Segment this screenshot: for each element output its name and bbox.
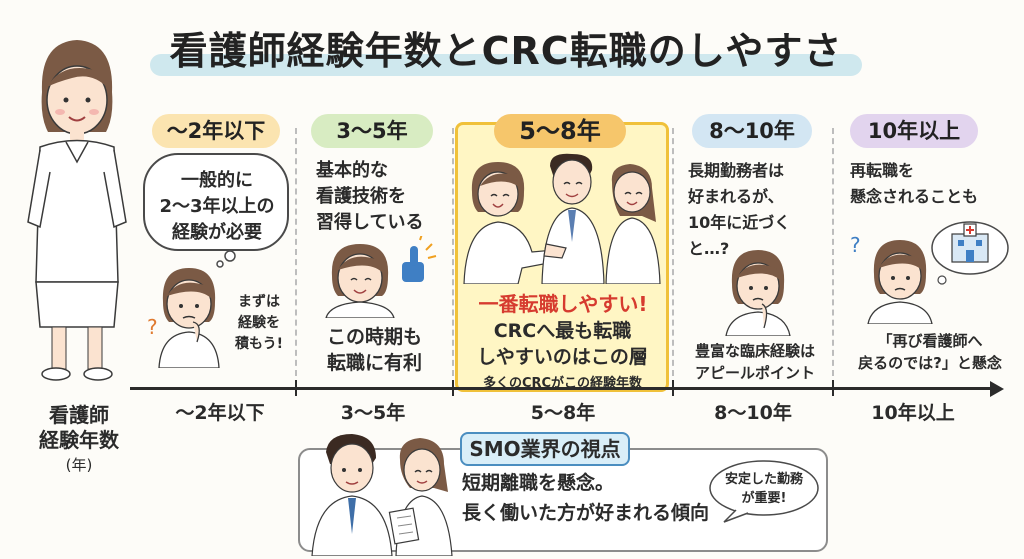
highlight-line: CRCへ最も転職: [493, 320, 632, 342]
pill-8-10-years: 8〜10年: [692, 114, 812, 148]
pill-5-8-years: 5〜8年: [494, 114, 626, 148]
column-bottom-line: 転職に有利: [326, 352, 422, 374]
smo-text: 短期離職を懸念。 長く働いた方が好まれる傾向: [462, 468, 712, 528]
timeline-label: 〜2年以下: [175, 402, 265, 424]
column-line: 懸念されることも: [850, 187, 979, 206]
handshake-illustration: [463, 153, 661, 284]
speech-bubble: [709, 460, 819, 523]
column-divider: [452, 128, 454, 376]
column-line: 長期勤務者は: [688, 161, 785, 180]
column-bottom-line: アピールポイント: [694, 364, 815, 382]
timeline-tick: [452, 380, 454, 396]
column-bottom-line: 豊富な臨床経験は: [694, 342, 815, 360]
side-note-line: まずは: [238, 294, 280, 310]
column-line: 再転職を: [850, 161, 915, 180]
highlight-line: しやすいのはこの層: [477, 346, 648, 368]
column-bottom-text: 豊富な臨床経験は アピールポイント: [680, 340, 830, 384]
timeline-label: 10年以上: [871, 402, 955, 424]
bubble-line: 一般的に: [181, 170, 253, 191]
column-line: 10年に近づくと…?: [688, 213, 791, 258]
column-bottom-text: この時期も 転職に有利: [302, 324, 447, 376]
axis-label-line1: 看護師: [49, 403, 109, 427]
timeline-label: 5〜8年: [530, 402, 596, 424]
smo-line: 長く働いた方が好まれる傾向: [462, 502, 710, 524]
timeline-tick: [295, 380, 297, 396]
column-divider: [295, 128, 297, 376]
svg-text:?: ?: [147, 315, 158, 339]
timeline-label: 8〜10年: [714, 402, 792, 424]
pill-3-5-years: 3〜5年: [311, 114, 433, 148]
column-line: 看護技術を: [316, 186, 406, 207]
title-underline: [150, 54, 862, 76]
doctor-and-nurse-illustration: [311, 434, 453, 556]
timeline-tick: [672, 380, 674, 396]
thinking-nurse-icon: [725, 250, 791, 336]
column-bottom-line: 「再び看護師へ: [877, 332, 983, 350]
pill-under-2-years: 〜2年以下: [152, 114, 280, 148]
thought-bubble: [143, 153, 289, 268]
page-title: 看護師経験年数とCRC転職のしやすさ: [169, 29, 843, 73]
column-bottom-line: この時期も: [326, 326, 422, 348]
side-note-line: 積もう!: [235, 336, 283, 352]
speech-bubble-line: 安定した勤務: [724, 472, 803, 487]
bubble-line: 経験が必要: [172, 222, 262, 243]
nurse-illustration: [27, 40, 127, 381]
axis-label-unit: (年): [65, 456, 93, 474]
column-text: 長期勤務者は 好まれるが、 10年に近づくと…?: [688, 158, 830, 262]
svg-text:?: ?: [850, 233, 861, 257]
speech-bubble-line: が重要!: [741, 491, 787, 506]
worried-nurse-hospital-icon: ?: [850, 221, 1009, 324]
timeline-axis: [130, 387, 996, 390]
smo-line: 短期離職を懸念。: [462, 472, 615, 494]
speech-bubble-text: 安定した勤務 が重要!: [714, 470, 814, 508]
column-line: 基本的な: [316, 160, 388, 181]
column-text: 基本的な 看護技術を 習得している: [316, 158, 450, 236]
bubble-line: 2〜3年以上の: [159, 196, 275, 217]
nurse-thumbs-up-icon: [325, 236, 437, 318]
bubble-text: 一般的に 2〜3年以上の 経験が必要: [150, 168, 284, 246]
highlight-text: CRCへ最も転職 しやすいのはこの層: [460, 318, 665, 370]
axis-label-line2: 経験年数: [39, 428, 119, 452]
side-note: まずは 経験を 積もう!: [228, 292, 290, 355]
column-bottom-text: 「再び看護師へ 戻るのでは?」と懸念: [840, 330, 1020, 374]
column-text: 再転職を 懸念されることも: [850, 158, 1010, 210]
pill-10-plus-years: 10年以上: [850, 114, 978, 148]
thinking-nurse-icon: ?: [147, 268, 220, 368]
timeline-arrow-icon: [990, 381, 1004, 397]
column-divider: [672, 128, 674, 376]
smo-title: SMO業界の視点: [460, 432, 630, 466]
highlight-headline: 一番転職しやすい!: [478, 292, 648, 316]
side-note-line: 経験を: [238, 315, 280, 331]
timeline-label: 3〜5年: [340, 402, 406, 424]
column-line: 好まれるが、: [688, 187, 784, 206]
axis-label: 看護師 経験年数 (年): [24, 403, 134, 478]
column-divider: [832, 128, 834, 376]
timeline-tick: [832, 380, 834, 396]
column-line: 習得している: [316, 212, 424, 233]
column-bottom-line: 戻るのでは?」と懸念: [858, 354, 1002, 372]
